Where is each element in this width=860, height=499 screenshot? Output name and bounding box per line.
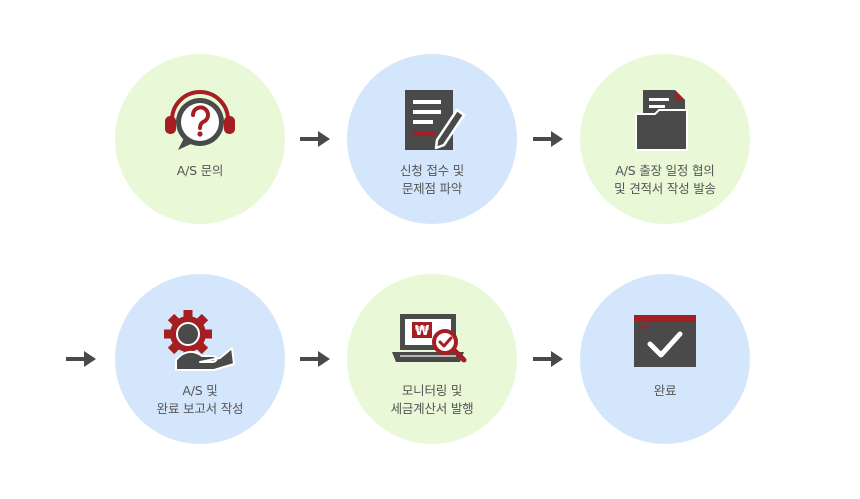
headset-question-icon [165,90,235,150]
laptop-won-magnifier-icon: ₩ [392,314,467,363]
arrow-right-icon [533,131,563,147]
step-schedule-estimate: A/S 출장 일정 협의 및 견적서 작성 발송 [580,54,750,224]
arrow-right-icon [533,351,563,367]
arrow-right-icon [66,351,96,367]
step-label: 모니터링 및 세금계산서 발행 [390,383,474,416]
step-complete: 완료 [580,274,750,444]
arrow-right-icon [300,351,330,367]
step-monitoring-invoice: ₩ 모니터링 및 세금계산서 발행 [347,274,517,444]
step-receipt-diagnosis: 신청 접수 및 문제점 파악 [347,54,517,224]
window-check-icon [634,315,696,367]
step-service-report: A/S 및 완료 보고서 작성 [115,274,285,444]
folder-document-icon [635,90,688,151]
step-label: 신청 접수 및 문제점 파악 [399,163,465,196]
svg-text:₩: ₩ [415,324,430,339]
step-label: A/S 및 완료 보고서 작성 [156,383,244,416]
step-as-inquiry: A/S 문의 [115,54,285,224]
gear-hand-icon [164,310,235,371]
document-pen-icon [405,90,466,150]
step-label: 완료 [653,383,677,398]
step-label: A/S 출장 일정 협의 및 견적서 작성 발송 [614,163,716,196]
arrow-right-icon [300,131,330,147]
step-label: A/S 문의 [176,163,224,178]
